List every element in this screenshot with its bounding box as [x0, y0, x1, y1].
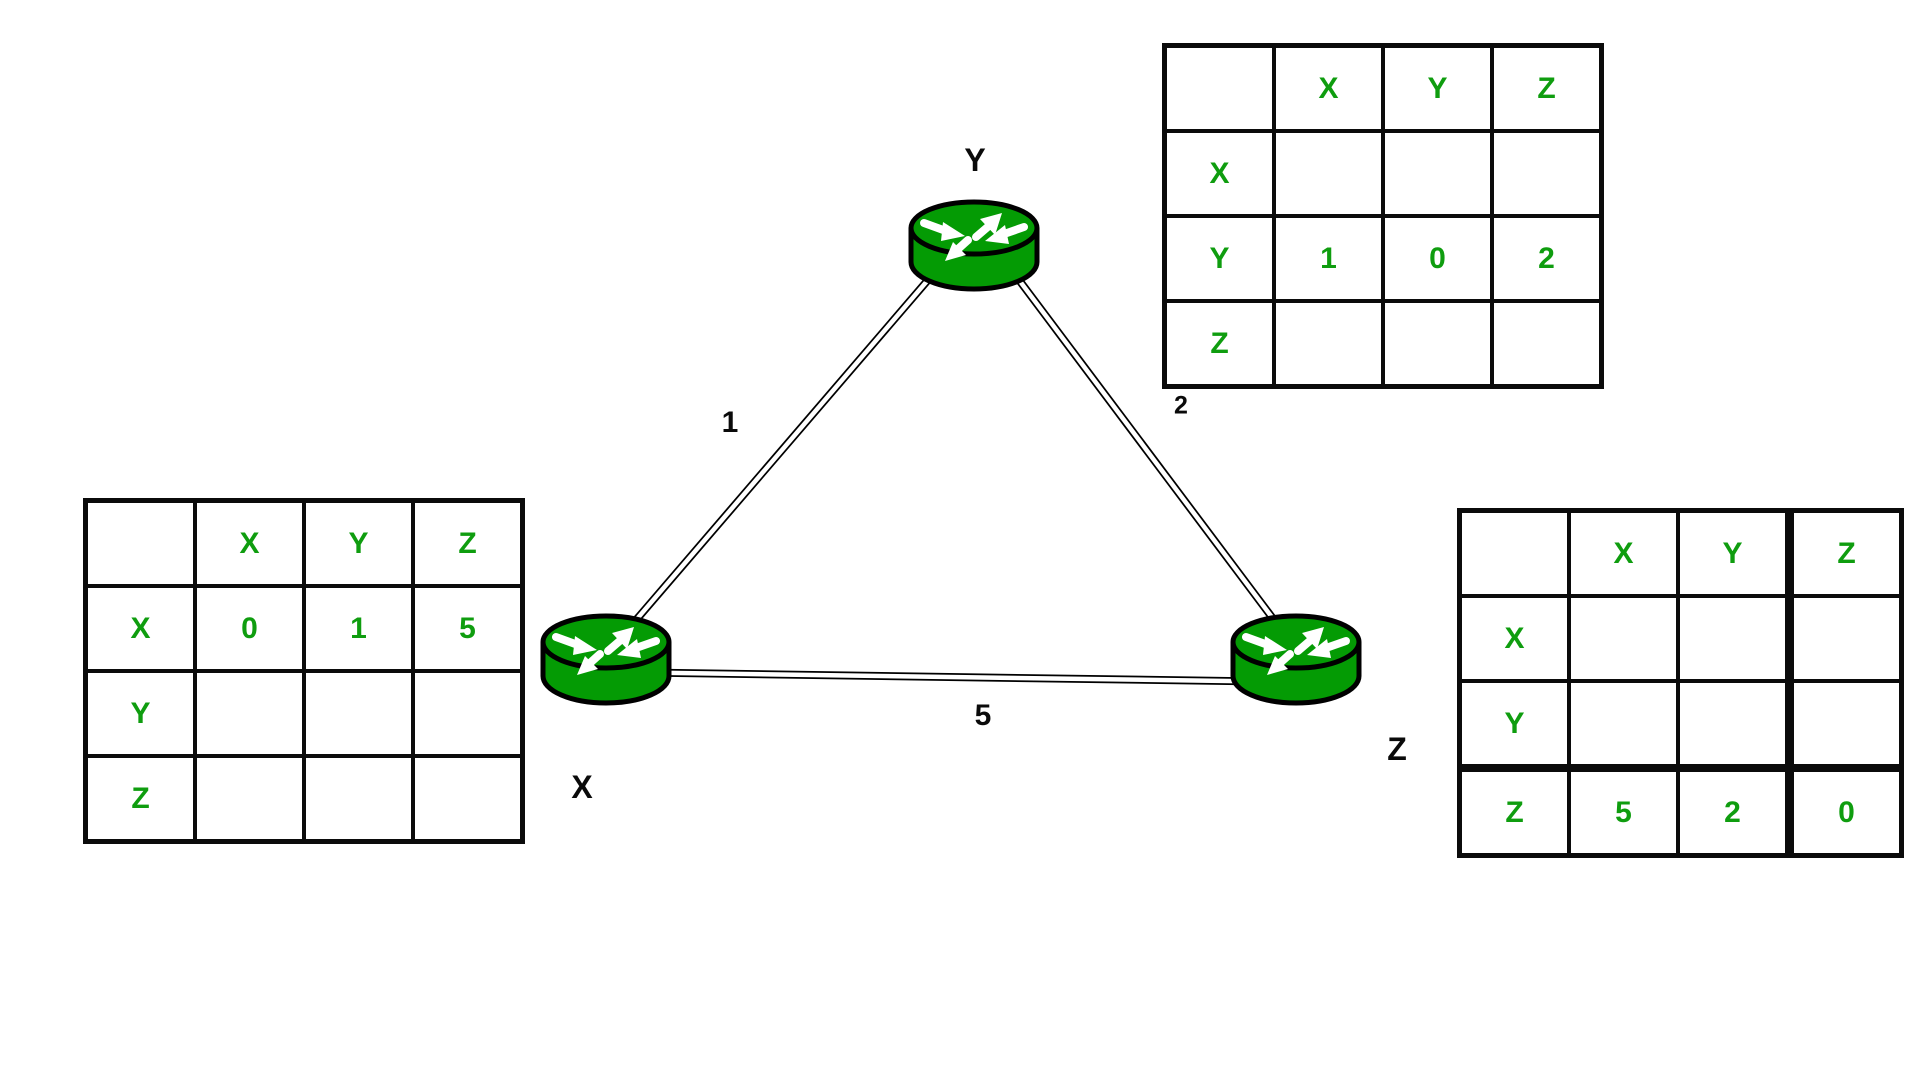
table-row: Y [83, 669, 525, 758]
table-cell [302, 669, 415, 758]
routing-table-x: X Y Z X 0 1 5 Y Z [83, 498, 525, 844]
col-header: Y [1381, 43, 1494, 133]
row-header: X [1162, 129, 1276, 218]
edge-cost-x-y: 1 [721, 406, 739, 439]
table-cell [1567, 594, 1680, 683]
node-label-y: Y [964, 142, 986, 178]
edge-cost-y-z: 2 [1174, 391, 1188, 420]
col-header: X [1272, 43, 1385, 133]
table-row: X Y Z [1162, 43, 1604, 133]
routing-table-z: X Y Z X Y Z 5 2 0 [1457, 508, 1904, 858]
row-header: Z [1457, 764, 1571, 858]
router-icon-x [540, 612, 672, 708]
table-row: Y [1457, 679, 1904, 770]
table-corner [1457, 508, 1571, 598]
table-cell [1785, 679, 1904, 770]
table-row: Z [83, 754, 525, 844]
table-cell [1785, 594, 1904, 683]
router-icon-z [1230, 612, 1362, 708]
router-icon-y [908, 198, 1040, 294]
table-cell [302, 754, 415, 844]
table-cell [1381, 299, 1494, 389]
table-cell: 5 [411, 584, 525, 673]
row-header: Y [83, 669, 197, 758]
row-header: X [1457, 594, 1571, 683]
row-header: Y [1162, 214, 1276, 303]
table-corner [83, 498, 197, 588]
table-cell: 0 [193, 584, 306, 673]
row-header: X [83, 584, 197, 673]
col-header: X [1567, 508, 1680, 598]
table-corner [1162, 43, 1276, 133]
edge-cost-x-z: 5 [974, 699, 992, 732]
table-cell [411, 754, 525, 844]
table-cell [1490, 299, 1604, 389]
table-cell [1567, 679, 1680, 770]
col-header: Y [302, 498, 415, 588]
col-header: Y [1676, 508, 1792, 598]
table-row: X Y Z [83, 498, 525, 588]
table-cell [411, 669, 525, 758]
col-header: Z [1490, 43, 1604, 133]
table-cell [1676, 594, 1792, 683]
table-cell [1381, 129, 1494, 218]
table-cell [1272, 129, 1385, 218]
table-cell [193, 669, 306, 758]
table-row: Z [1162, 299, 1604, 389]
routing-table-y: X Y Z X Y 1 0 2 Z [1162, 43, 1604, 389]
table-cell [1490, 129, 1604, 218]
table-cell: 1 [302, 584, 415, 673]
table-row: X 0 1 5 [83, 584, 525, 673]
table-cell: 1 [1272, 214, 1385, 303]
table-cell: 2 [1490, 214, 1604, 303]
node-label-z: Z [1387, 731, 1407, 767]
table-cell: 0 [1381, 214, 1494, 303]
table-cell [193, 754, 306, 844]
node-label-x: X [571, 769, 593, 805]
table-cell: 0 [1785, 764, 1904, 858]
row-header: Z [83, 754, 197, 844]
table-row: X Y Z [1457, 508, 1904, 598]
table-cell [1676, 679, 1792, 770]
table-cell: 5 [1567, 764, 1680, 858]
link-x-y [608, 249, 956, 651]
table-row: Z 5 2 0 [1457, 764, 1904, 858]
table-row: Y 1 0 2 [1162, 214, 1604, 303]
col-header: Z [411, 498, 525, 588]
table-cell: 2 [1676, 764, 1792, 858]
row-header: Z [1162, 299, 1276, 389]
row-header: Y [1457, 679, 1571, 770]
table-row: X [1162, 129, 1604, 218]
link-y-z [994, 249, 1299, 651]
col-header: X [193, 498, 306, 588]
col-header: Z [1785, 508, 1904, 598]
link-x-z [605, 668, 1297, 686]
table-row: X [1457, 594, 1904, 683]
table-cell [1272, 299, 1385, 389]
